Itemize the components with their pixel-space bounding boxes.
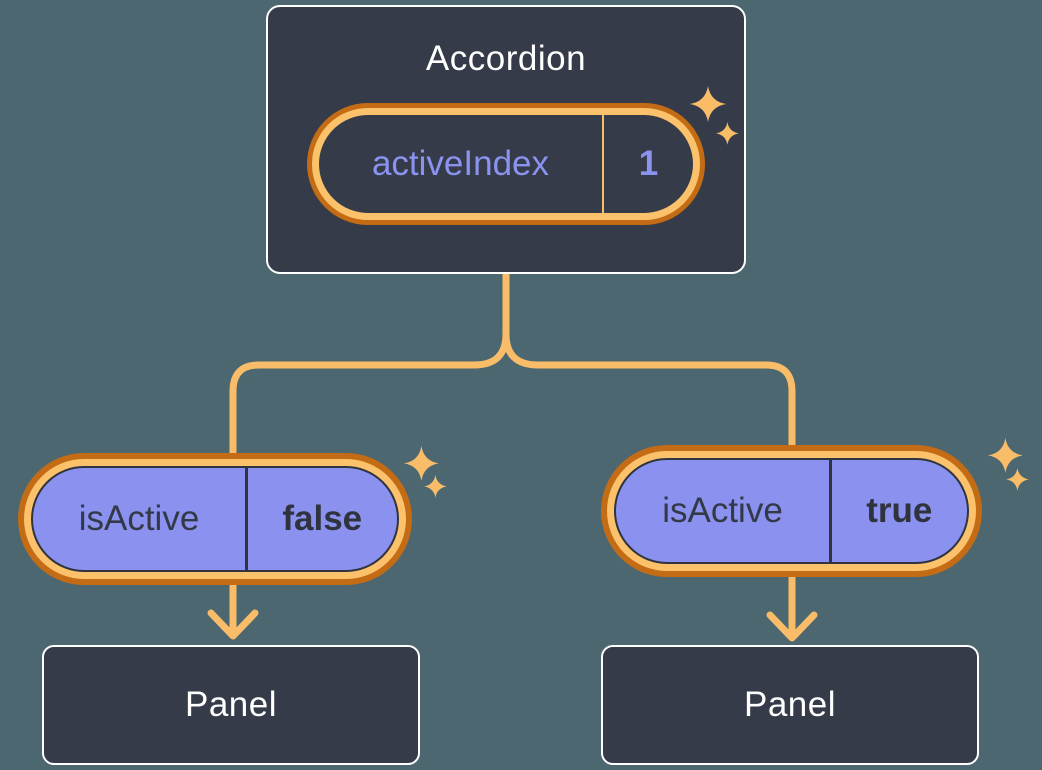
prop-name-left: isActive [78,499,200,538]
prop-pill-right: isActive true [607,451,976,571]
prop-name-right: isActive [662,491,783,530]
prop-pill-left: isActive false [24,459,406,579]
state-name: activeIndex [371,144,550,183]
prop-value-right: true [866,491,933,530]
prop-value-left: false [282,499,363,538]
panel-node-right: Panel [601,645,979,765]
panel-node-left: Panel [42,645,420,765]
sparkle-icon [424,475,447,498]
sparkle-icon [988,438,1023,473]
accordion-title: Accordion [425,39,587,78]
state-pill-active-index: activeIndex 1 [312,108,700,220]
prop-pill-right-divider [829,460,832,562]
state-pill-divider [602,115,604,213]
sparkle-icon [1006,468,1029,491]
prop-pill-left-inner: isActive false [31,466,399,572]
sparkle-icon [404,446,439,481]
arrowhead-right-icon [766,611,818,642]
arrowhead-left-icon [207,609,259,640]
state-value: 1 [638,144,659,183]
prop-pill-right-inner: isActive true [614,458,969,564]
